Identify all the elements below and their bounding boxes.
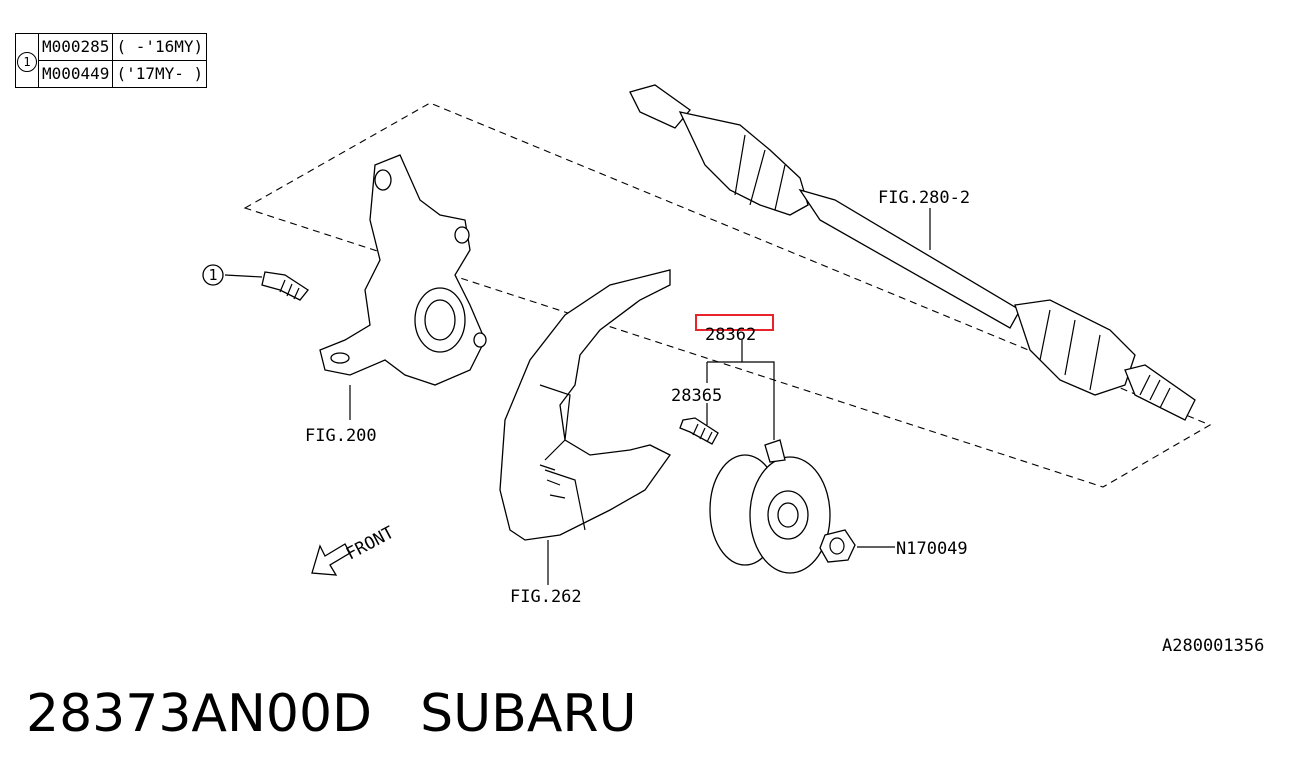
fig-280-label: FIG.280-2	[878, 188, 970, 208]
front-label: FRONT	[343, 523, 398, 565]
part-number: 28373AN00D	[26, 684, 373, 744]
dust-shield	[499, 269, 671, 541]
table-part-cell: M000285	[37, 33, 114, 61]
leader-line	[224, 274, 263, 278]
page-caption: 28373AN00D SUBARU	[26, 684, 685, 744]
fig-200-label: FIG.200	[305, 426, 377, 446]
assembly-boundary	[243, 102, 1212, 488]
part-28365-label: 28365	[671, 386, 722, 406]
table-range-cell: ('17MY- )	[112, 60, 208, 88]
diagram-ref-code: A280001356	[1162, 636, 1265, 656]
highlight-box	[695, 314, 774, 331]
table-row: 1 M000285 ( -'16MY)	[15, 33, 208, 88]
table-row: M000449 ('17MY- )	[16, 60, 208, 88]
bolt-part	[261, 271, 309, 301]
steering-knuckle	[319, 154, 487, 386]
table-ref-cell: 1	[15, 33, 39, 88]
fig-262-label: FIG.262	[510, 587, 582, 607]
wheel-hub	[709, 439, 831, 574]
n170049-label: N170049	[896, 539, 968, 559]
drive-shaft	[629, 84, 1196, 421]
table-part-cell: M000449	[37, 60, 114, 88]
brand-name: SUBARU	[420, 684, 637, 744]
part-28362-label: 28362	[705, 325, 756, 345]
callout-1-label: 1	[208, 266, 217, 284]
front-arrow-icon	[311, 543, 351, 576]
leader-line	[707, 361, 775, 440]
callout-1-icon	[202, 264, 224, 286]
callout-circle: 1	[17, 51, 37, 72]
nut-part	[819, 529, 856, 563]
hub-bolt	[679, 417, 719, 445]
part-range-table: 1 M000285 ( -'16MY) M000449 ('17MY- )	[15, 33, 208, 88]
